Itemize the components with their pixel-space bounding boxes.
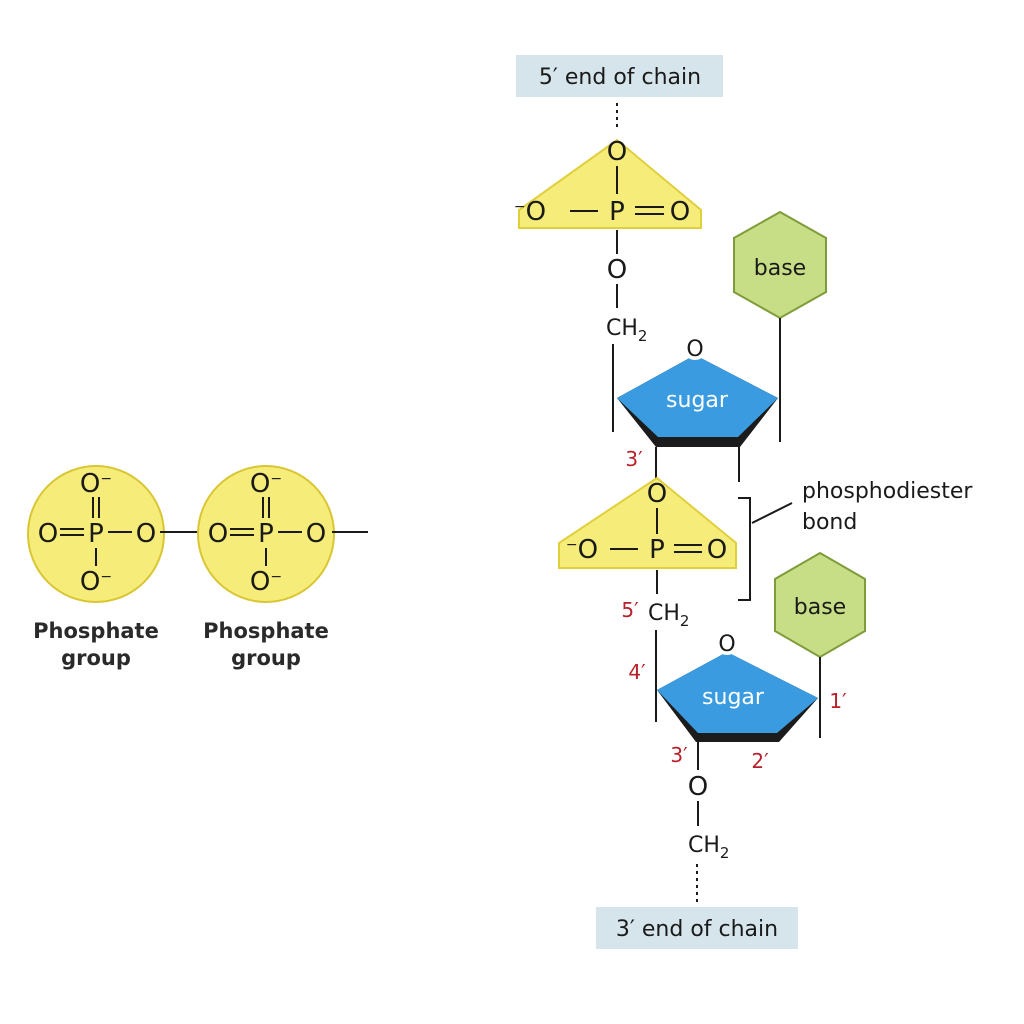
three-prime-end-label: 3′ end of chain [616, 917, 778, 942]
phosphorus-atom: P [649, 535, 665, 565]
phosphate-left-oxygen: O [208, 519, 228, 549]
ch2-group: CH2 [688, 833, 729, 862]
top-phosphate: O −O P O [514, 137, 702, 229]
phosphate-top-oxygen: O− [80, 469, 112, 499]
phosphodiester-label-line1: phosphodiester [802, 479, 973, 504]
bracket-pointer [751, 502, 793, 524]
position-five-prime: 5′ [621, 598, 639, 622]
five-prime-end-label: 5′ end of chain [539, 65, 701, 90]
phosphate-bottom-oxygen: O− [80, 567, 112, 597]
phosphate-left-oxygen: O [38, 519, 58, 549]
phosphate-circle [27, 465, 165, 603]
bottom-base: base [774, 551, 866, 659]
phosphate-left-oxygen: −O [566, 535, 598, 565]
middle-phosphate: O −O P O [558, 476, 737, 569]
base-label: base [754, 256, 806, 281]
top-base: base [733, 210, 827, 320]
phosphate-right-oxygen: O [306, 519, 326, 549]
end-box-bg [516, 55, 723, 97]
ring-oxygen-bg [683, 336, 707, 360]
phosphate-right-oxygen: O [136, 519, 156, 549]
phosphate-label-line1: Phosphate [203, 619, 329, 643]
phosphorus-atom: P [258, 519, 274, 549]
ring-oxygen: O [686, 337, 703, 362]
phosphorus-atom: P [609, 197, 625, 227]
position-three-prime: 3′ [625, 447, 643, 471]
phosphodiester-bond-annotation: phosphodiester bond [738, 479, 973, 601]
ring-oxygen: O [718, 632, 735, 657]
phosphate-group-left: O− O P O O− Phosphate group [27, 465, 165, 670]
five-prime-end-box: 5′ end of chain [516, 55, 723, 97]
sugar-label: sugar [702, 685, 765, 710]
phosphodiester-label-line2: bond [802, 510, 857, 535]
top-sugar: O sugar [617, 336, 778, 447]
phosphorus-atom: P [88, 519, 104, 549]
position-one-prime: 1′ [829, 689, 847, 713]
base-label: base [794, 595, 846, 620]
position-two-prime: 2′ [751, 749, 769, 773]
phosphate-group-right: O− O P O O− Phosphate group [197, 465, 335, 670]
phosphate-label-line1: Phosphate [33, 619, 159, 643]
position-three-prime-bottom: 3′ [670, 743, 688, 767]
ring-oxygen-bg [715, 631, 739, 655]
phosphate-label-line2: group [61, 646, 131, 670]
phosphate-bottom-oxygen: O− [250, 567, 282, 597]
phosphate-circle [197, 465, 335, 603]
bond-bracket [738, 497, 751, 601]
sugar-label: sugar [666, 388, 729, 413]
position-four-prime: 4′ [628, 660, 646, 684]
phosphate-top-oxygen: O [647, 479, 667, 509]
bottom-sugar: O sugar [657, 631, 818, 742]
phosphate-top-oxygen: O [607, 137, 627, 167]
phosphate-top-oxygen: O− [250, 469, 282, 499]
phosphate-right-oxygen: O [670, 197, 690, 227]
ch2-group: CH2 [648, 601, 689, 630]
phosphate-right-oxygen: O [707, 535, 727, 565]
linking-oxygen: O [688, 772, 708, 802]
phosphate-left-oxygen: −O [514, 197, 546, 227]
sugar-pentagon [617, 355, 778, 437]
three-prime-end-box: 3′ end of chain [596, 907, 798, 949]
sugar-pentagon [657, 652, 818, 733]
linking-oxygen: O [607, 255, 627, 285]
ch2-group: CH2 [606, 316, 647, 345]
phosphate-label-line2: group [231, 646, 301, 670]
end-box-bg [596, 907, 798, 949]
